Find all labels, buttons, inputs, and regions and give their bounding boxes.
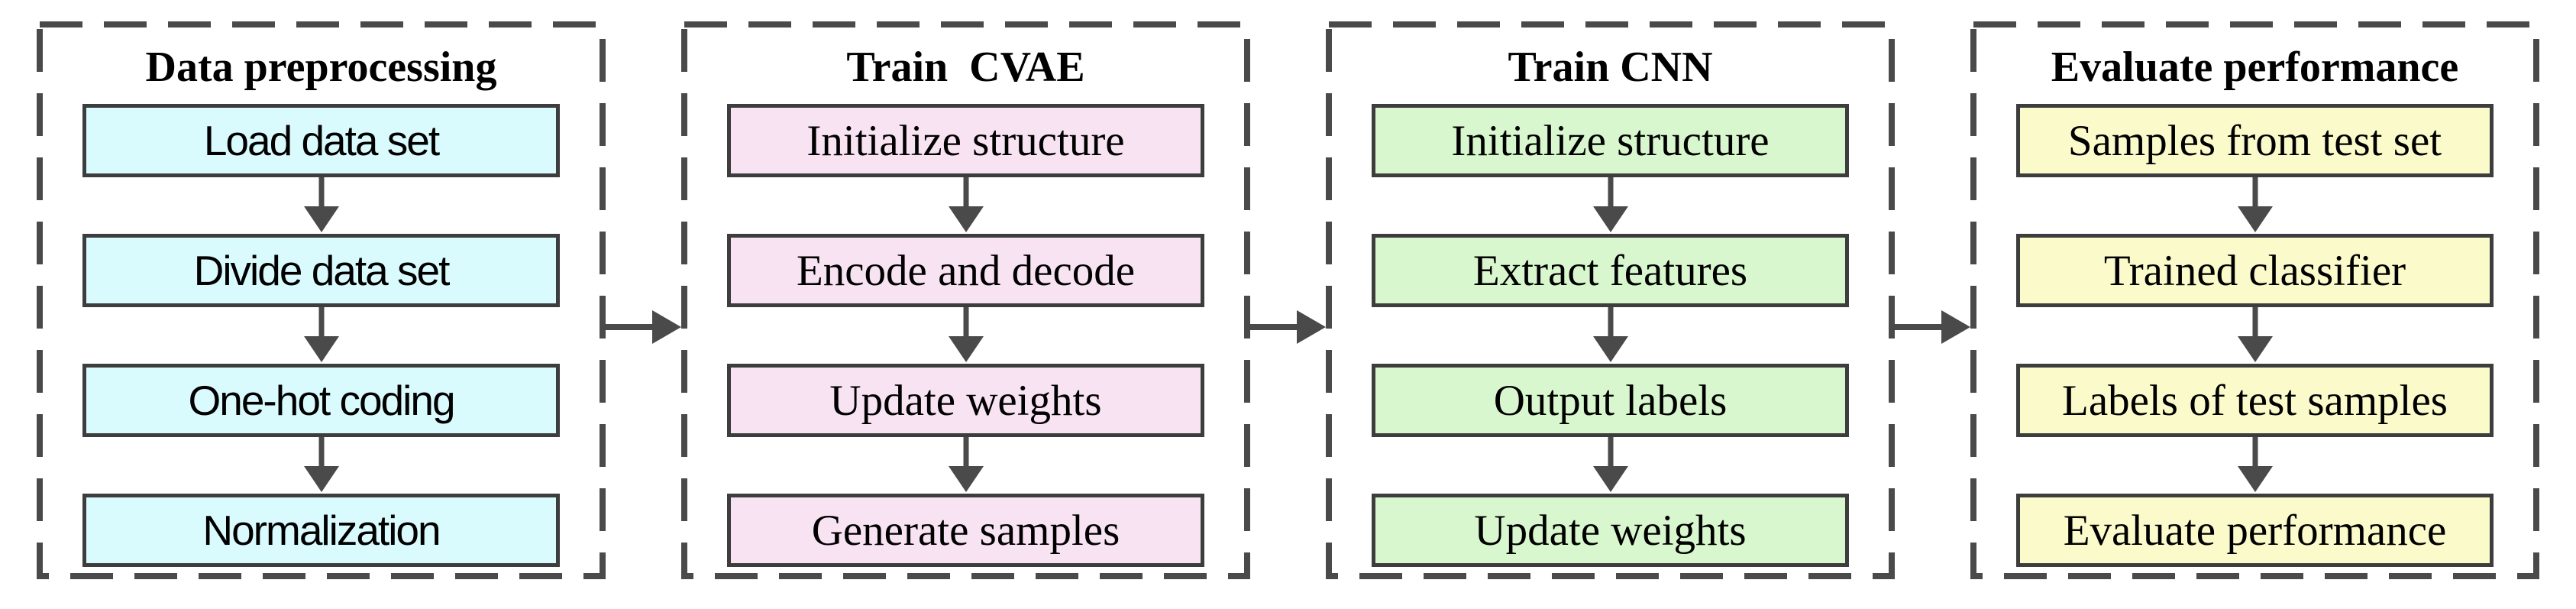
panel-train-cnn: Train CNN Initialize structure Extract f… bbox=[1326, 21, 1895, 579]
step-samples-from-test-set: Samples from test set bbox=[2016, 104, 2494, 177]
panel-connector bbox=[1250, 21, 1326, 579]
right-arrow-icon bbox=[1250, 310, 1326, 344]
down-arrow-icon bbox=[2016, 437, 2494, 494]
down-arrow-icon bbox=[1372, 307, 1849, 364]
step-output-labels: Output labels bbox=[1372, 364, 1849, 437]
step-one-hot-coding: One-hot coding bbox=[82, 364, 560, 437]
step-generate-samples: Generate samples bbox=[727, 494, 1204, 567]
down-arrow-icon bbox=[727, 437, 1204, 494]
step-update-weights-cnn: Update weights bbox=[1372, 494, 1849, 567]
down-arrow-icon bbox=[1372, 437, 1849, 494]
panel-connector bbox=[1895, 21, 1970, 579]
step-evaluate-performance: Evaluate performance bbox=[2016, 494, 2494, 567]
step-encode-and-decode: Encode and decode bbox=[727, 234, 1204, 307]
down-arrow-icon bbox=[82, 177, 560, 234]
panel-title: Train CNN bbox=[1508, 44, 1713, 91]
down-arrow-icon bbox=[82, 437, 560, 494]
down-arrow-icon bbox=[727, 307, 1204, 364]
down-arrow-icon bbox=[1372, 177, 1849, 234]
step-load-data-set: Load data set bbox=[82, 104, 560, 177]
right-arrow-icon bbox=[1895, 310, 1970, 344]
step-extract-features: Extract features bbox=[1372, 234, 1849, 307]
panel-train-cvae: Train CVAE Initialize structure Encode a… bbox=[681, 21, 1250, 579]
down-arrow-icon bbox=[727, 177, 1204, 234]
panel-evaluate-performance: Evaluate performance Samples from test s… bbox=[1970, 21, 2539, 579]
step-trained-classifier: Trained classifier bbox=[2016, 234, 2494, 307]
panel-data-preprocessing: Data preprocessing Load data set Divide … bbox=[37, 21, 606, 579]
right-arrow-icon bbox=[606, 310, 681, 344]
panel-title: Evaluate performance bbox=[2051, 44, 2459, 91]
panel-row: Data preprocessing Load data set Divide … bbox=[37, 21, 2539, 579]
step-initialize-structure-cvae: Initialize structure bbox=[727, 104, 1204, 177]
panel-connector bbox=[606, 21, 681, 579]
down-arrow-icon bbox=[2016, 177, 2494, 234]
step-labels-of-test-samples: Labels of test samples bbox=[2016, 364, 2494, 437]
panel-title: Data preprocessing bbox=[145, 44, 497, 91]
panel-title: Train CVAE bbox=[846, 44, 1085, 91]
step-normalization: Normalization bbox=[82, 494, 560, 567]
step-initialize-structure-cnn: Initialize structure bbox=[1372, 104, 1849, 177]
step-divide-data-set: Divide data set bbox=[82, 234, 560, 307]
down-arrow-icon bbox=[2016, 307, 2494, 364]
step-update-weights-cvae: Update weights bbox=[727, 364, 1204, 437]
down-arrow-icon bbox=[82, 307, 560, 364]
